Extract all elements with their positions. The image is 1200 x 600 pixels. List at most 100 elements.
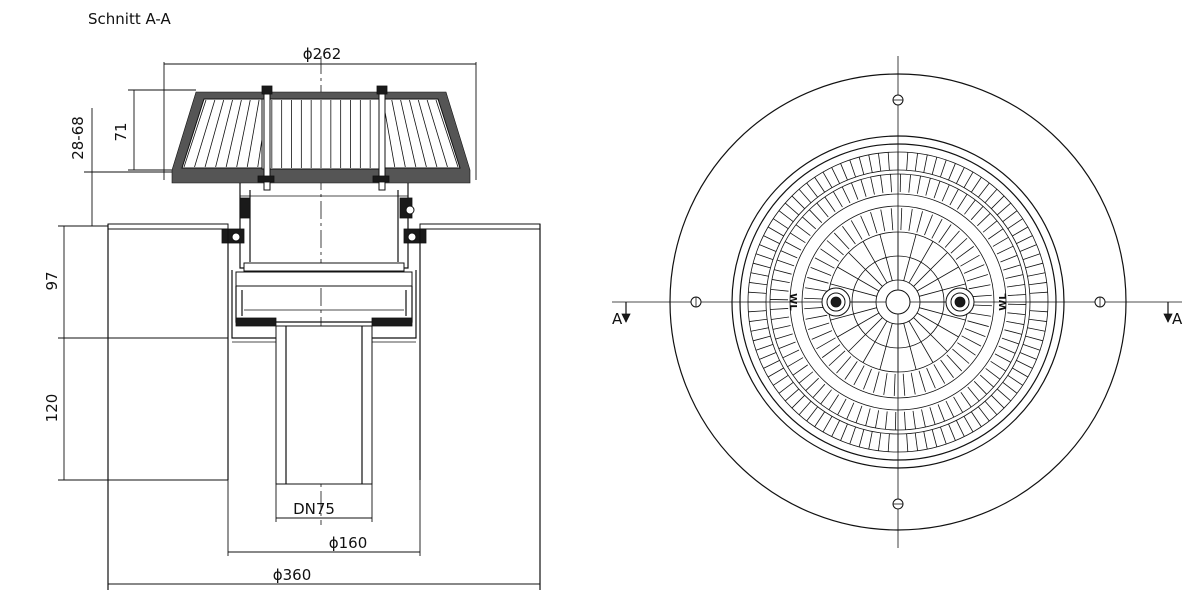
- section-marker-right-label: A: [1172, 310, 1183, 328]
- grate-slot: [804, 306, 827, 310]
- grate-slot: [887, 433, 890, 452]
- grate-slot: [1016, 235, 1033, 244]
- grate-slot: [883, 373, 888, 395]
- grate-slot: [978, 406, 990, 422]
- section-marker-right: A: [1163, 302, 1183, 328]
- grate-slot: [771, 316, 790, 320]
- grate-slot: [841, 186, 851, 204]
- grate-slot: [929, 407, 936, 425]
- grate-slot: [759, 244, 777, 252]
- grate-slot: [994, 353, 1012, 363]
- grate-spoke: [837, 312, 880, 338]
- grate-slot: [956, 167, 965, 184]
- grate-slot: [750, 327, 769, 332]
- grate-slot: [904, 411, 906, 430]
- grate-slot: [1016, 360, 1033, 369]
- grate-slot: [773, 375, 789, 386]
- grate-slot: [870, 176, 875, 195]
- grate-slot: [824, 196, 836, 212]
- grate-slot: [1002, 382, 1018, 394]
- grate-slot: [966, 274, 989, 282]
- grate-rib: [194, 99, 216, 168]
- grate-slot: [748, 310, 767, 313]
- grate-slot: [933, 364, 946, 384]
- grate-spoke: [879, 323, 893, 370]
- grate-slot: [784, 241, 802, 251]
- dim-dia-mid: ϕ160: [227, 480, 421, 556]
- dim-adjust-height: 28-68: [69, 108, 172, 227]
- dim-dia-flange: ϕ360: [108, 566, 540, 585]
- grate-slot: [973, 381, 987, 395]
- grate-ribs-inner: [271, 100, 371, 168]
- grate-slot: [807, 322, 830, 330]
- grate-slot: [978, 182, 990, 198]
- grate-slot: [865, 408, 871, 426]
- grate-slot: [805, 314, 828, 320]
- grate-slot: [770, 289, 789, 292]
- grate-slot: [960, 254, 980, 267]
- grate-slot: [964, 199, 976, 215]
- grate-slot: [831, 420, 840, 437]
- section-marker-left-label: A: [612, 310, 623, 328]
- grate-slot: [811, 330, 833, 340]
- flange-hole-bottom: [892, 498, 904, 510]
- grate-slot: [784, 202, 800, 216]
- grate-rib: [215, 99, 233, 168]
- grate-slot: [1027, 327, 1046, 332]
- grate-slot: [832, 191, 843, 208]
- grate-slot: [1022, 253, 1041, 260]
- dim-lower-height-label: 120: [43, 394, 61, 423]
- fixing-screw-left: [257, 85, 275, 191]
- grate-slot: [931, 157, 938, 175]
- grate-slot: [828, 394, 839, 410]
- grate-slot: [1029, 291, 1048, 294]
- grate-slot: [1012, 226, 1029, 237]
- grate-slot: [914, 432, 918, 451]
- grate-slot: [774, 269, 792, 275]
- grate-slot: [893, 373, 896, 396]
- grate-slot: [748, 291, 767, 294]
- grate-slot: [833, 232, 850, 250]
- grate-slot: [820, 389, 832, 405]
- grate-slot: [1022, 344, 1041, 351]
- grate-slot: [926, 367, 936, 389]
- grate-slot: [906, 433, 909, 452]
- grate-slot: [1019, 352, 1037, 360]
- grate-slot: [840, 423, 848, 441]
- dim-dia-top: ϕ262: [163, 45, 477, 180]
- grate-slot: [1028, 282, 1047, 286]
- grate-slot: [996, 245, 1014, 255]
- grate-slot: [790, 232, 806, 243]
- membrane-flange: [107, 223, 541, 244]
- grate-slot: [816, 337, 836, 350]
- grate-slot: [1012, 367, 1029, 378]
- grate-spoke: [913, 252, 948, 287]
- grate-spoke: [919, 307, 966, 321]
- dim-grate-height: 71: [112, 89, 196, 171]
- grate-slot: [816, 202, 829, 218]
- grate-slot: [979, 374, 994, 388]
- grate-spoke: [848, 317, 883, 352]
- grate-slot: [923, 154, 928, 173]
- grate-slot: [1019, 244, 1037, 252]
- grate-slot: [921, 409, 926, 428]
- grate-slot: [750, 272, 769, 277]
- grate-slot: [902, 373, 906, 396]
- grate-spoke: [916, 266, 959, 292]
- grate-slot: [955, 246, 975, 260]
- grate-slot: [1007, 218, 1023, 229]
- grate-slot: [957, 194, 968, 210]
- grate-slot: [908, 209, 913, 231]
- grate-spoke: [830, 307, 877, 321]
- grate-slot: [798, 188, 812, 204]
- grate-mark-left: WL: [787, 293, 798, 311]
- grate-slot: [812, 383, 826, 398]
- grate-slot: [821, 344, 841, 358]
- plan-view: A A: [612, 56, 1183, 548]
- grate-slot: [863, 368, 872, 390]
- grate-slot: [1004, 329, 1022, 335]
- grate-slot: [814, 411, 825, 427]
- flange-hole-left: [690, 296, 702, 308]
- grate-slot: [773, 218, 789, 229]
